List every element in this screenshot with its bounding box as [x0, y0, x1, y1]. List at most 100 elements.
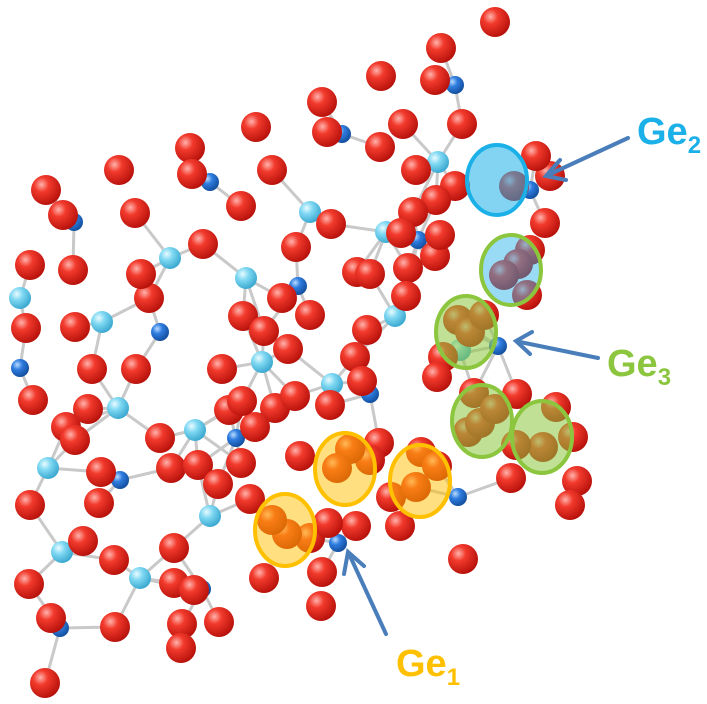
germanium-atom-light	[184, 419, 206, 441]
oxygen-atom	[159, 533, 189, 563]
ge2-ring	[465, 143, 529, 217]
oxygen-atom	[555, 490, 585, 520]
oxygen-atom	[36, 603, 66, 633]
oxygen-atom	[249, 563, 279, 593]
oxygen-atom	[340, 342, 370, 372]
germanium-atom-light	[299, 201, 321, 223]
oxygen-atom	[86, 457, 116, 487]
ge2-arrow	[542, 136, 630, 182]
germanium-atom-light	[251, 351, 273, 373]
oxygen-atom	[521, 141, 551, 171]
germanium-atom-light	[235, 267, 257, 289]
ge3-arrow	[512, 330, 600, 360]
germanium-atom-dark	[11, 359, 29, 377]
oxygen-atom	[121, 354, 151, 384]
oxygen-atom	[391, 281, 421, 311]
oxygen-atom	[316, 209, 346, 239]
oxygen-atom	[480, 7, 510, 37]
oxygen-atom	[562, 466, 592, 496]
oxygen-atom	[385, 511, 415, 541]
germanium-atom-light	[37, 457, 59, 479]
germanium-atom-dark	[449, 488, 467, 506]
oxygen-atom	[386, 218, 416, 248]
oxygen-atom	[179, 575, 209, 605]
germanium-atom-light	[107, 397, 129, 419]
oxygen-atom	[183, 450, 213, 480]
germanium-atom-light	[51, 541, 73, 563]
oxygen-atom	[18, 385, 48, 415]
germanium-atom-light	[91, 311, 113, 333]
oxygen-atom	[489, 260, 519, 290]
oxygen-atom	[393, 253, 423, 283]
highlight-rings	[253, 143, 574, 568]
germanium-atom-dark	[151, 323, 169, 341]
oxygen-atom	[120, 198, 150, 228]
ge3-ring	[450, 383, 514, 459]
ge2-label: Ge2	[637, 111, 701, 159]
ge1-label: Ge1	[396, 643, 460, 691]
oxygen-atom	[312, 117, 342, 147]
oxygen-atom	[315, 390, 345, 420]
oxygen-atom	[307, 557, 337, 587]
pointer-arrows	[342, 136, 630, 636]
oxygen-atom	[267, 283, 297, 313]
oxygen-atom	[355, 259, 385, 289]
ge1-ring	[253, 492, 317, 568]
germanium-atom-dark	[329, 534, 347, 552]
oxygen-atom	[313, 508, 343, 538]
ge3-label: Ge3	[607, 343, 671, 391]
germanium-atom-light	[159, 247, 181, 269]
germanium-atom-light	[199, 505, 221, 527]
oxygen-atom	[15, 250, 45, 280]
oxygen-atom	[14, 569, 44, 599]
oxygen-atom	[126, 259, 156, 289]
oxygen-atom	[447, 109, 477, 139]
oxygen-atom	[448, 544, 478, 574]
ge3-ring	[510, 399, 574, 475]
oxygen-atom	[530, 208, 560, 238]
ge1-ring	[313, 431, 377, 507]
oxygen-atom	[422, 362, 452, 392]
oxygen-atom	[388, 109, 418, 139]
oxygen-atom	[177, 159, 207, 189]
oxygen-atom	[249, 316, 279, 346]
ge1-ring	[388, 443, 452, 519]
oxygen-atom	[241, 112, 271, 142]
ge3-ring	[479, 233, 543, 307]
oxygen-atom	[77, 354, 107, 384]
oxygen-atom	[68, 526, 98, 556]
oxygen-atom	[228, 301, 258, 331]
oxygen-atom	[30, 668, 60, 698]
oxygen-atom	[366, 61, 396, 91]
oxygen-atom	[307, 87, 337, 117]
oxygen-atom	[306, 591, 336, 621]
germanium-atom-light	[321, 373, 343, 395]
oxygen-atom	[167, 609, 197, 639]
oxygen-atom	[203, 469, 233, 499]
oxygen-atom	[273, 334, 303, 364]
ge3-ring	[434, 294, 498, 370]
oxygen-atom	[496, 463, 526, 493]
oxygen-atom	[145, 423, 175, 453]
oxygen-atom	[60, 425, 90, 455]
oxygen-atom	[281, 232, 311, 262]
germanium-atom-light	[9, 287, 31, 309]
oxygen-atom	[295, 300, 325, 330]
oxygen-atom	[280, 381, 310, 411]
oxygen-atom	[352, 315, 382, 345]
oxygen-atom	[226, 191, 256, 221]
oxygen-atom	[188, 229, 218, 259]
oxygen-atom	[226, 448, 256, 478]
oxygen-atom	[15, 490, 45, 520]
germanium-atom-light	[427, 151, 449, 173]
oxygen-atom	[84, 488, 114, 518]
oxygen-atom	[235, 484, 265, 514]
oxygen-atom	[425, 220, 455, 250]
oxygen-atom	[365, 132, 395, 162]
oxygen-atom	[347, 366, 377, 396]
oxygen-atom	[257, 155, 287, 185]
oxygen-atom	[60, 312, 90, 342]
oxygen-atom	[401, 155, 431, 185]
oxygen-atom	[420, 65, 450, 95]
